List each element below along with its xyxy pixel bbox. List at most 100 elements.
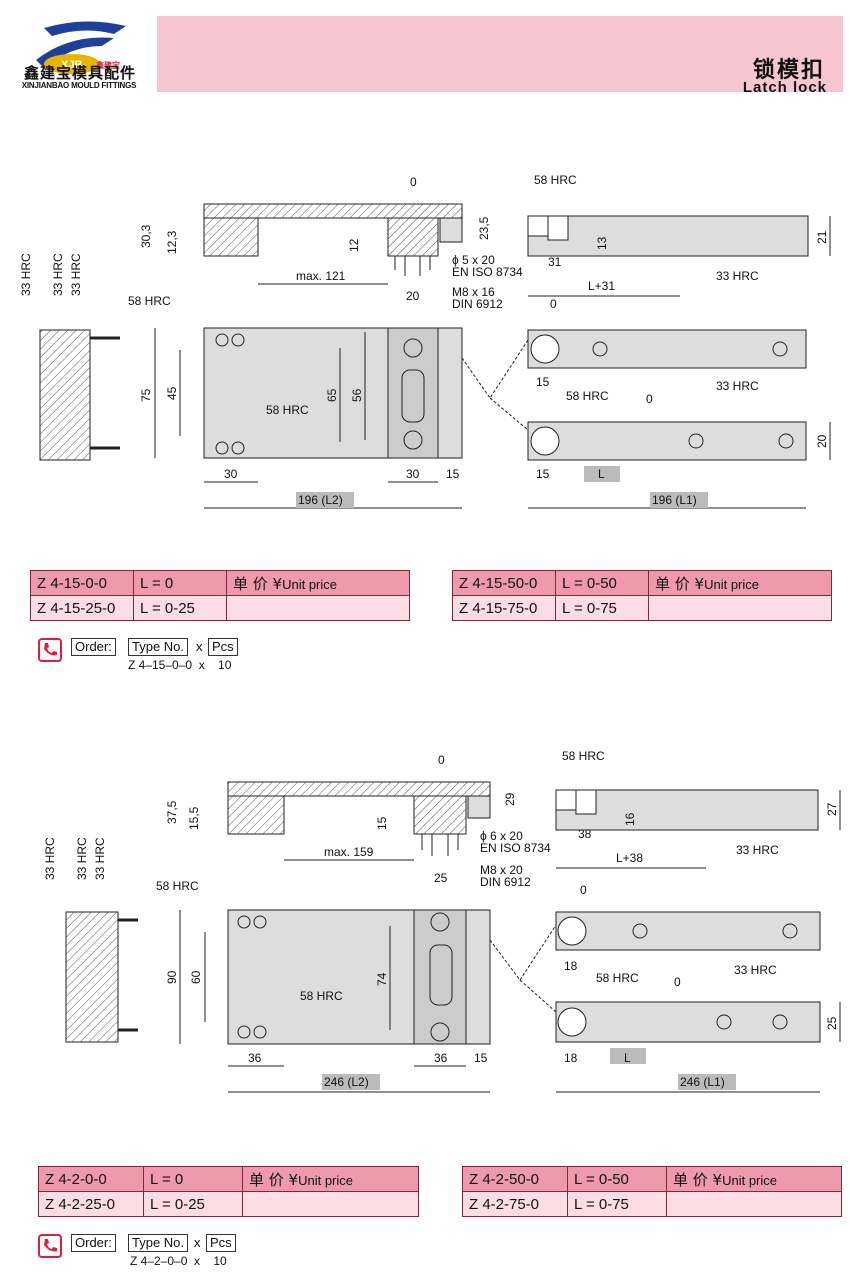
order-example: Z 4–2–0–0 x 10 (130, 1254, 227, 1268)
phone-icon (38, 1234, 62, 1258)
dim-l1: 196 (L1) (652, 493, 697, 507)
title-en: Latch lock (742, 79, 827, 96)
length: L = 0 (133, 570, 227, 596)
side-hrc-1: 33 HRC (19, 253, 33, 296)
dim-56: 56 (350, 388, 364, 402)
logo-badge: XJB (61, 59, 82, 71)
dim-l: L (598, 467, 605, 481)
order-pcs: Pcs (206, 1234, 236, 1252)
type-no: Z 4-2-50-0 (462, 1166, 568, 1192)
length: L = 0 (143, 1166, 243, 1192)
order-type-no: Type No. (128, 638, 189, 656)
unit-price-header: 单 价 ¥Unit price (666, 1166, 842, 1192)
length: L = 0-25 (133, 595, 227, 621)
dim-l2: 196 (L2) (298, 493, 343, 507)
dim-30-a: 30 (224, 467, 238, 481)
type-no: Z 4-15-25-0 (30, 595, 134, 621)
unit-price-cell (242, 1191, 419, 1217)
side-hrc-1: 33 HRC (43, 837, 57, 880)
type-no: Z 4-15-50-0 (452, 570, 556, 596)
dim-15: 15 (375, 816, 389, 830)
dim-l: L (624, 1051, 631, 1065)
hrc-33b: 33 HRC (734, 963, 777, 977)
dim-74: 74 (375, 972, 389, 986)
dim-15-b: 15 (536, 467, 550, 481)
hrc-58d: 58 HRC (596, 971, 639, 985)
hrc-58d: 58 HRC (566, 389, 609, 403)
hrc-33b: 33 HRC (716, 379, 759, 393)
order-type-no: Type No. (128, 1234, 189, 1252)
dim-45: 45 (165, 386, 179, 400)
order-label: Order: (71, 638, 116, 656)
length: L = 0-75 (555, 595, 649, 621)
unit-price-cell (666, 1191, 842, 1217)
latch-lock-drawing-z4-2: 0 0 0 58 HRC 58 HRC 58 HRC 58 HRC 33 HRC… (43, 749, 841, 1093)
length: L = 0-50 (567, 1166, 667, 1192)
dim-12: 12 (347, 238, 361, 252)
unit-price-header: 单 价 ¥Unit price (226, 570, 410, 596)
pin-size: ϕ 5 x 20 (452, 253, 495, 267)
dim-18-b: 18 (564, 1051, 578, 1065)
dim-30-b: 30 (406, 467, 420, 481)
dim-90: 90 (165, 970, 179, 984)
title-cn: 锁模扣 (752, 58, 825, 83)
dim-18-a: 18 (564, 959, 578, 973)
hrc-58b: 58 HRC (128, 294, 171, 308)
hrc-58b: 58 HRC (156, 879, 199, 893)
dim-l-plus-38: L+38 (616, 851, 643, 865)
hrc-58a: 58 HRC (534, 173, 577, 187)
length: L = 0-75 (567, 1191, 667, 1217)
order-example: Z 4–15–0–0 x 10 (128, 658, 232, 672)
dim-29: 29 (503, 792, 517, 806)
dim-36-a: 36 (248, 1051, 262, 1065)
dim-25: 25 (825, 1016, 839, 1030)
latch-lock-drawing-z4-15: 0 0 0 58 HRC 58 HRC 58 HRC 58 HRC 33 HRC… (19, 173, 831, 509)
dim-l1: 246 (L1) (680, 1075, 725, 1089)
unit-price-header: 单 价 ¥Unit price (242, 1166, 419, 1192)
dim-37-5: 37,5 (165, 800, 179, 824)
dim-16: 16 (623, 812, 637, 826)
dim-max-159: max. 159 (324, 845, 374, 859)
dim-l2: 246 (L2) (324, 1075, 369, 1089)
screw-standard: DIN 6912 (452, 297, 503, 311)
type-no: Z 4-2-0-0 (38, 1166, 144, 1192)
dim-36-b: 36 (434, 1051, 448, 1065)
dim-zero-b: 0 (646, 392, 653, 406)
pin-standard: EN ISO 8734 (452, 265, 523, 279)
dim-max-121: max. 121 (296, 269, 346, 283)
type-no: Z 4-15-75-0 (452, 595, 556, 621)
dim-75: 75 (139, 388, 153, 402)
company-logo: XJB 鑫建宝 (36, 21, 126, 74)
pin-standard: EN ISO 8734 (480, 841, 551, 855)
screw-size: M8 x 20 (480, 863, 523, 877)
hrc-33a: 33 HRC (736, 843, 779, 857)
order-times: x (196, 639, 203, 654)
unit-price-cell (648, 595, 832, 621)
dim-60: 60 (189, 970, 203, 984)
dim-38: 38 (578, 827, 592, 841)
price-table-right-1: Z 4-15-50-0 L = 0-50 单 价 ¥Unit price Z 4… (452, 570, 832, 621)
screw-size: M8 x 16 (452, 285, 495, 299)
dim-23-5: 23,5 (477, 216, 491, 240)
dim-25-top: 25 (434, 871, 448, 885)
dim-12-3: 12,3 (165, 230, 179, 254)
hrc-58a: 58 HRC (562, 749, 605, 763)
order-pcs: Pcs (208, 638, 238, 656)
type-no: Z 4-15-0-0 (30, 570, 134, 596)
company-name-cn: 鑫建宝模具配件 (23, 64, 136, 82)
side-hrc-3: 33 HRC (93, 837, 107, 880)
dim-15-a: 15 (536, 375, 550, 389)
hrc-58c: 58 HRC (300, 989, 343, 1003)
side-hrc-3: 33 HRC (69, 253, 83, 296)
price-table-right-2: Z 4-2-50-0 L = 0-50 单 价 ¥Unit price Z 4-… (462, 1166, 842, 1217)
dim-15: 15 (446, 467, 460, 481)
price-table-left-2: Z 4-2-0-0 L = 0 单 价 ¥Unit price Z 4-2-25… (38, 1166, 419, 1217)
order-label: Order: (71, 1234, 116, 1252)
dim-13: 13 (595, 236, 609, 250)
dim-15-5: 15,5 (187, 806, 201, 830)
length: L = 0-25 (143, 1191, 243, 1217)
logo-small-text: 鑫建宝 (95, 60, 120, 70)
dim-zero-a: 0 (580, 883, 587, 897)
dim-l-plus-31: L+31 (588, 279, 615, 293)
dim-27: 27 (825, 802, 839, 816)
